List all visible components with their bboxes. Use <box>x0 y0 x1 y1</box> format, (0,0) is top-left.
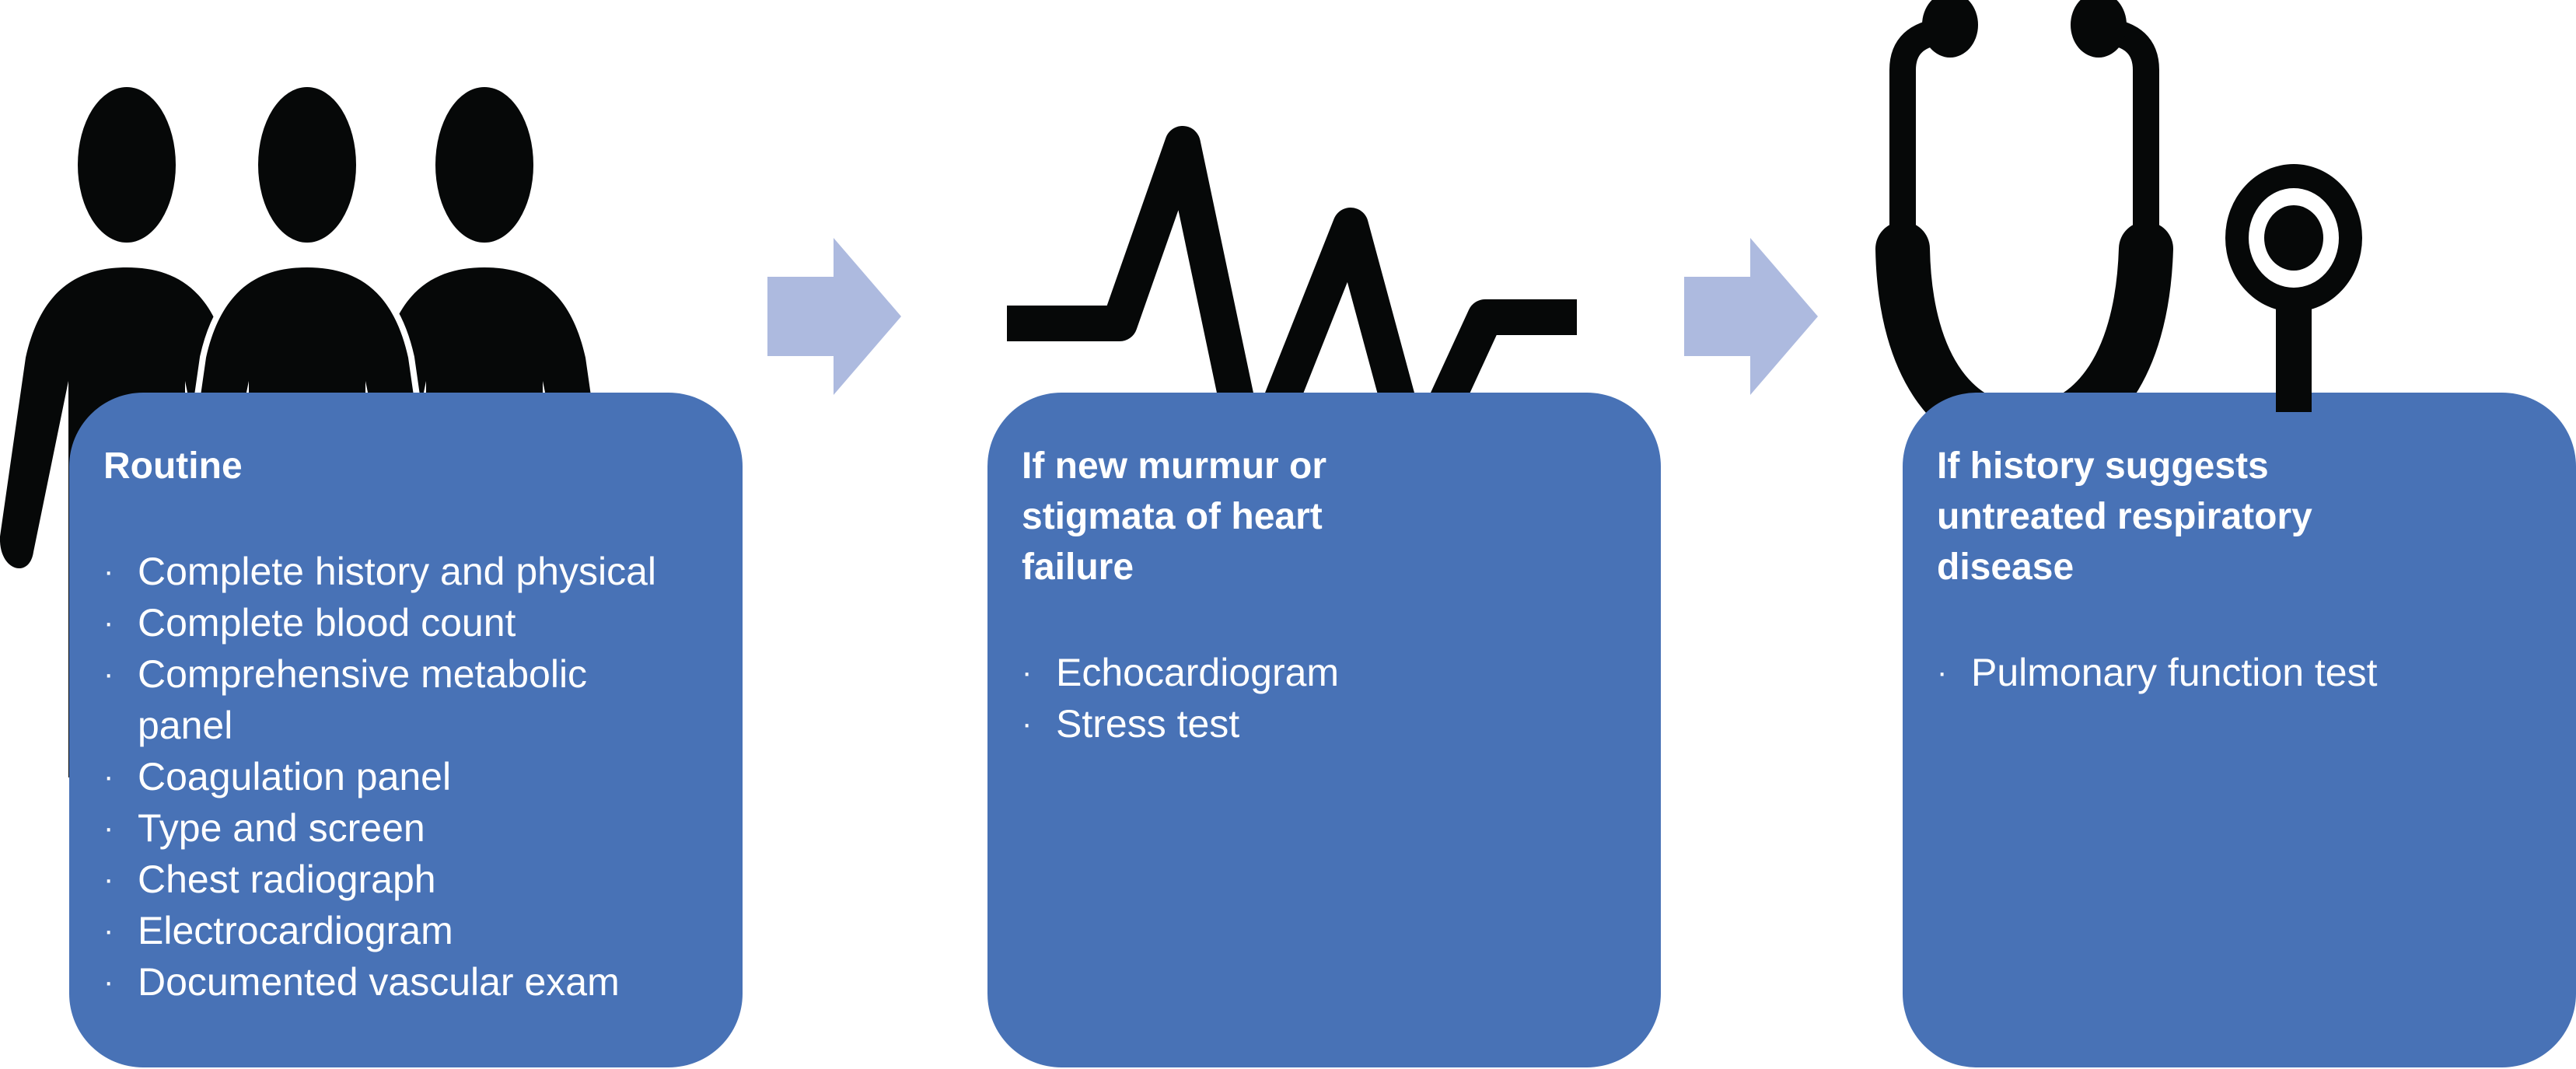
bullet: · <box>103 914 114 948</box>
list-item: · Complete history and physical <box>103 546 711 597</box>
step-title: If new murmur or stigmata of heart failu… <box>1022 445 1327 588</box>
list-item: · Coagulation panel <box>103 751 711 802</box>
item-text: Echocardiogram <box>1056 651 1340 694</box>
step-title: Routine <box>103 445 243 487</box>
bullet: · <box>103 811 114 845</box>
arrow-icon-1 <box>767 238 901 395</box>
arrow-icon-2 <box>1684 238 1818 395</box>
step-list: · Echocardiogram · Stress test <box>1022 647 1630 749</box>
list-item: · Chest radiograph <box>103 854 711 905</box>
list-item: · Comprehensive metabolic panel <box>103 648 682 751</box>
item-text: Comprehensive metabolic panel <box>138 652 588 747</box>
list-item: · Stress test <box>1022 698 1630 749</box>
item-text: Complete history and physical <box>138 550 656 593</box>
list-item: · Complete blood count <box>103 597 711 648</box>
stethoscope-icon <box>1875 0 2362 459</box>
heartbeat-icon <box>1007 126 1577 453</box>
list-item: · Pulmonary function test <box>1937 647 2545 698</box>
step-list: · Complete history and physical · Complete… <box>103 546 711 1008</box>
step-list: · Pulmonary function test <box>1937 647 2545 698</box>
item-text: Stress test <box>1056 702 1240 746</box>
item-text: Type and screen <box>138 806 425 850</box>
bullet: · <box>103 657 114 691</box>
item-text: Coagulation panel <box>138 755 452 798</box>
step-murmur-box: If new murmur or stigmata of heart failu… <box>987 393 1661 1067</box>
bullet: · <box>103 965 114 999</box>
list-item: · Echocardiogram <box>1022 647 1630 698</box>
item-text: Chest radiograph <box>138 858 436 901</box>
bullet: · <box>103 862 114 896</box>
bullet: · <box>1022 707 1033 741</box>
bullet: · <box>1937 655 1948 690</box>
item-text: Electrocardiogram <box>138 909 453 952</box>
list-item: · Documented vascular exam <box>103 956 711 1008</box>
bullet: · <box>103 606 114 640</box>
item-text: Pulmonary function test <box>1971 651 2378 694</box>
item-text: Documented vascular exam <box>138 960 620 1004</box>
bullet: · <box>1022 655 1033 690</box>
item-text: Complete blood count <box>138 601 516 645</box>
list-item: · Type and screen <box>103 802 711 854</box>
bullet: · <box>103 554 114 589</box>
step-respiratory-box: If history suggests untreated respirator… <box>1903 393 2576 1067</box>
step-routine-box: Routine · Complete history and physical ·… <box>69 393 743 1067</box>
step-title: If history suggests untreated respirator… <box>1937 445 2312 588</box>
list-item: · Electrocardiogram <box>103 905 711 956</box>
bullet: · <box>103 760 114 794</box>
